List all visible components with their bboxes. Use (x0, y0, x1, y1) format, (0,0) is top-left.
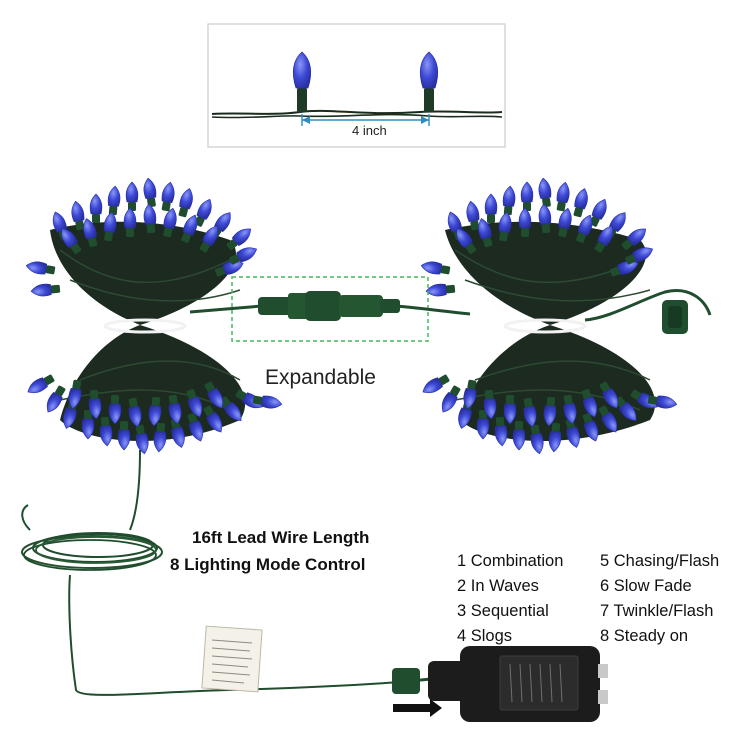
mode-item: 2 In Waves (457, 577, 539, 595)
light-string-bundle-left (24, 177, 284, 456)
mode-item: 1 Combination (457, 552, 564, 570)
bulb-spacing-label: 4 inch (352, 123, 387, 138)
lead-wire-length-label: 16ft Lead Wire Length (192, 528, 370, 547)
light-string-bundle-right (419, 177, 712, 456)
mode-item: 6 Slow Fade (600, 577, 692, 595)
wire-tag (201, 625, 263, 693)
lighting-mode-title: 8 Lighting Mode Control (170, 555, 366, 574)
spacing-dimension-arrow (301, 114, 430, 126)
mode-item: 8 Steady on (600, 627, 689, 645)
lead-wire (21, 449, 401, 696)
end-connector (662, 300, 688, 334)
inset-bulb-left (292, 51, 312, 112)
expandable-connector (189, 276, 471, 342)
mode-item: 5 Chasing/Flash (600, 552, 720, 570)
mode-item: 7 Twinkle/Flash (600, 602, 714, 620)
mode-item: 4 Slogs (457, 627, 513, 645)
mode-item: 3 Sequential (457, 602, 549, 620)
controller-adapter (392, 646, 608, 722)
inset-bulb-right (419, 51, 439, 112)
expandable-label: Expandable (265, 366, 376, 389)
bulb-spacing-inset (207, 23, 506, 148)
